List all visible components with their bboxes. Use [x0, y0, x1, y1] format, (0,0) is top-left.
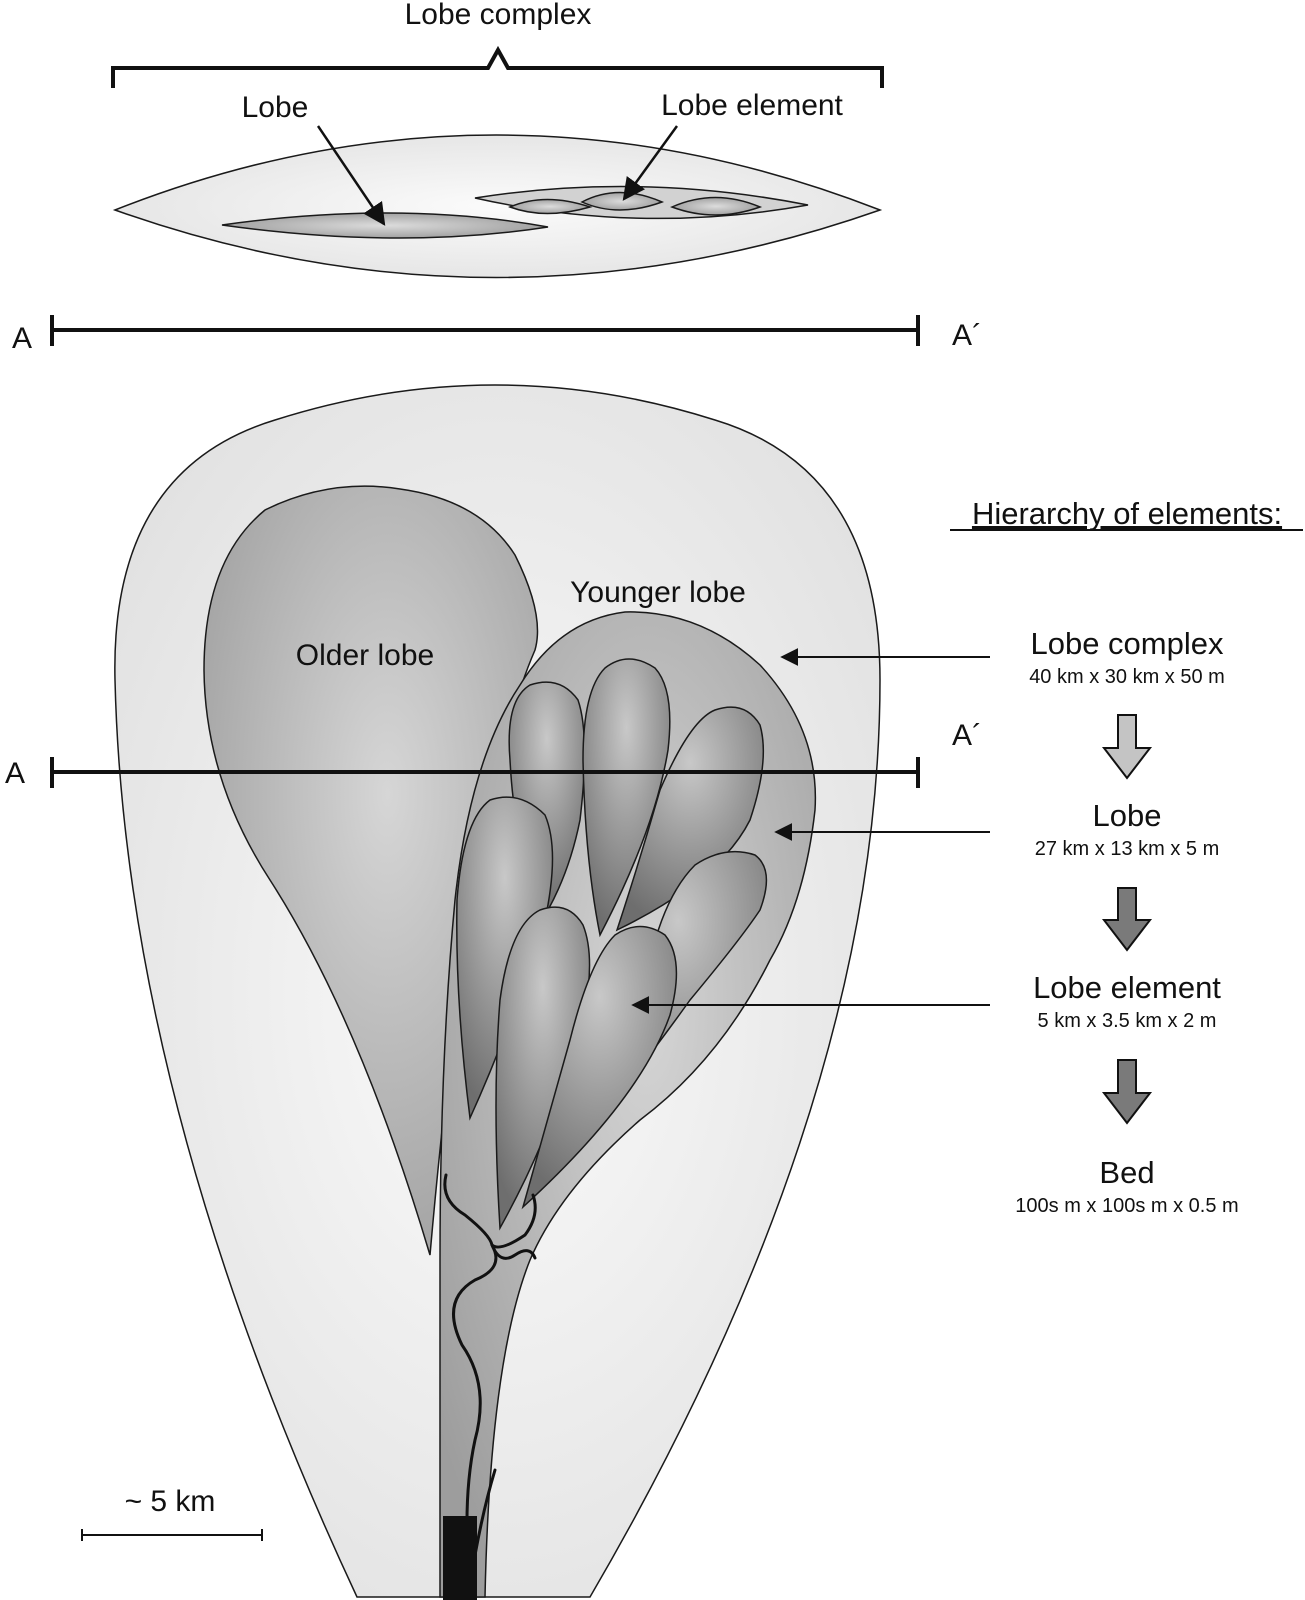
- level-name-bed: Bed: [1099, 1155, 1154, 1190]
- down-arrow-1: [1101, 714, 1153, 780]
- lobe-element-label: Lobe element: [661, 89, 843, 122]
- level-dims-lobe-complex: 40 km x 30 km x 50 m: [1029, 666, 1225, 688]
- cross-section-title: Lobe complex: [405, 0, 592, 31]
- hierarchy-pointers: [631, 648, 990, 1014]
- scale-bar: ~ 5 km: [81, 1485, 263, 1541]
- lobe-element-section-1: [507, 198, 593, 215]
- younger-lobe-label: Younger lobe: [570, 576, 746, 609]
- lobe-element-pointer-arrow: [622, 125, 679, 201]
- level-name-lobe-element: Lobe element: [1033, 970, 1221, 1005]
- level-name-lobe: Lobe: [1093, 798, 1162, 833]
- lobe-complex-section: [112, 134, 883, 279]
- scale-bar-label: ~ 5 km: [125, 1485, 216, 1518]
- feeder-channel: [443, 1516, 477, 1600]
- section-line: A A´: [5, 719, 982, 790]
- section-end-label: A´: [952, 719, 982, 752]
- lobe-label: Lobe: [242, 91, 309, 124]
- down-arrow-2: [1101, 887, 1153, 952]
- level-dims-lobe: 27 km x 13 km x 5 m: [1035, 838, 1220, 860]
- section-start-label-top: A: [12, 322, 32, 355]
- plan-view: Older lobe Younger lobe: [114, 384, 881, 1600]
- cross-section: Lobe complex Lobe Lobe element: [111, 0, 884, 279]
- hierarchy-key: Hierarchy of elements: Lobe complex 40 k…: [950, 496, 1303, 1217]
- lobe-complex-bracket: [111, 45, 884, 88]
- lobe-element-section-3: [670, 196, 763, 216]
- section-line-key: A A´: [12, 315, 982, 355]
- section-end-label-top: A´: [952, 319, 982, 352]
- older-lobe-label: Older lobe: [296, 639, 434, 672]
- level-dims-lobe-element: 5 km x 3.5 km x 2 m: [1038, 1010, 1217, 1032]
- level-dims-bed: 100s m x 100s m x 0.5 m: [1015, 1195, 1238, 1217]
- hierarchy-heading: Hierarchy of elements:: [972, 496, 1282, 531]
- down-arrow-3: [1101, 1059, 1153, 1125]
- lobe-pointer-arrow: [316, 125, 386, 226]
- level-name-lobe-complex: Lobe complex: [1030, 626, 1224, 661]
- section-start-label: A: [5, 757, 25, 790]
